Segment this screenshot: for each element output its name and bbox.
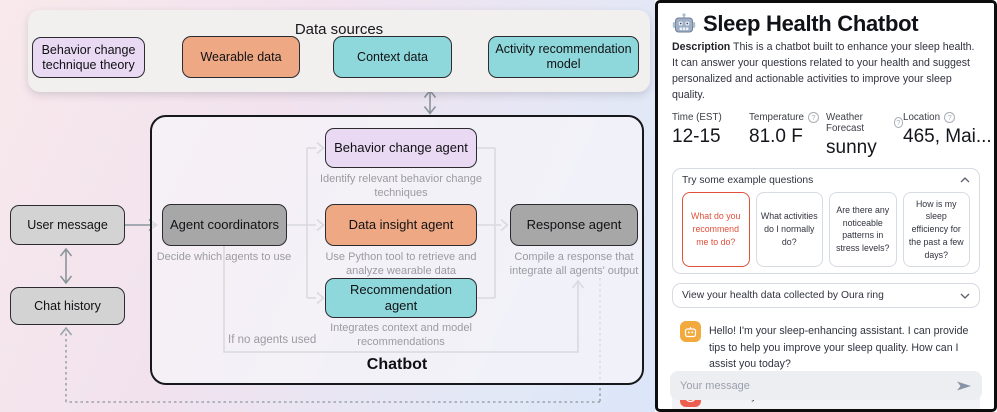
examples-expander-header[interactable]: Try some example questions xyxy=(682,175,970,186)
metric-time: Time (EST) 12-15 xyxy=(672,112,749,159)
examples-expander: Try some example questions What do you r… xyxy=(672,167,980,275)
node-agent-coordinators: Agent coordinators xyxy=(162,204,287,246)
help-icon[interactable]: ? xyxy=(944,111,956,123)
data-insight-subtitle: Use Python tool to retrieve and analyze … xyxy=(325,251,477,277)
recommendation-subtitle: Integrates context and model recommendat… xyxy=(330,322,472,348)
example-question-button[interactable]: What activities do I normally do? xyxy=(755,191,823,268)
node-activity-model: Activity recommendation model xyxy=(488,36,639,78)
example-questions: What do you recommend me to do? What act… xyxy=(682,191,970,268)
metric-temperature-value: 81.0 F xyxy=(749,125,803,147)
send-icon[interactable] xyxy=(956,380,972,392)
chatbot-label: Chatbot xyxy=(366,356,428,373)
message-input[interactable] xyxy=(680,379,956,392)
help-icon[interactable]: ? xyxy=(808,111,819,123)
example-question-button[interactable]: Are there any noticeable patterns in str… xyxy=(829,191,897,268)
example-question-button[interactable]: What do you recommend me to do? xyxy=(682,191,750,268)
health-data-expander-header[interactable]: View your health data collected by Oura … xyxy=(682,290,970,301)
metric-location-value: 465, Mai... xyxy=(903,125,992,147)
app-description: Description This is a chatbot built to e… xyxy=(672,41,975,101)
sleep-chatbot-app: Sleep Health Chatbot Description This is… xyxy=(655,0,997,412)
node-behavior-theory: Behavior change technique theory xyxy=(32,37,145,78)
architecture-diagram: Data sources Behavior change technique t… xyxy=(0,0,655,412)
metric-time-value: 12-15 xyxy=(672,125,721,147)
health-data-expander: View your health data collected by Oura … xyxy=(672,283,980,309)
chevron-down-icon xyxy=(960,293,970,299)
metric-weather-value: sunny xyxy=(826,136,877,158)
node-recommendation-agent: Recommendation agent xyxy=(325,278,477,318)
chevron-up-icon xyxy=(960,177,970,183)
node-context-data: Context data xyxy=(333,36,452,78)
app-header: Sleep Health Chatbot xyxy=(672,11,980,37)
chat-message-bot: Hello! I'm your sleep-enhancing assistan… xyxy=(672,316,980,377)
data-sources-title: Data sources xyxy=(294,21,384,38)
robot-icon xyxy=(672,13,696,33)
if-no-agents-label: If no agents used xyxy=(228,334,317,346)
app-title: Sleep Health Chatbot xyxy=(703,11,919,36)
agent-coordinators-subtitle: Decide which agents to use xyxy=(156,251,292,263)
response-agent-subtitle: Compile a response that integrate all ag… xyxy=(509,251,639,277)
node-user-message: User message xyxy=(10,205,125,245)
node-chat-history: Chat history xyxy=(10,287,125,325)
node-behavior-agent: Behavior change agent xyxy=(325,128,477,168)
example-question-button[interactable]: How is my sleep efficiency for the past … xyxy=(902,191,970,268)
metrics-row: Time (EST) 12-15 Temperature? 81.0 F Wea… xyxy=(672,111,992,159)
metric-location: Location? 465, Mai... xyxy=(903,111,992,147)
metric-temperature: Temperature? 81.0 F xyxy=(749,111,826,159)
metric-weather: Weather Forecast? sunny xyxy=(826,112,903,159)
node-data-insight-agent: Data insight agent xyxy=(325,204,477,246)
help-icon[interactable]: ? xyxy=(893,117,903,129)
bot-avatar-icon xyxy=(680,321,701,343)
description-label: Description xyxy=(672,41,731,53)
node-wearable-data: Wearable data xyxy=(182,36,300,78)
behavior-agent-subtitle: Identify relevant behavior change techni… xyxy=(319,173,483,199)
node-response-agent: Response agent xyxy=(510,204,638,246)
message-input-bar xyxy=(670,371,982,400)
